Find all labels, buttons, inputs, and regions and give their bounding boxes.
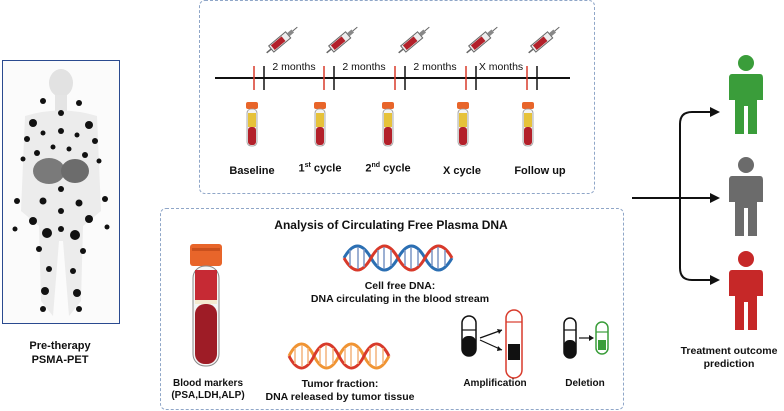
person-icon-red (728, 250, 764, 332)
outcome-label-line1: Treatment outcome (676, 345, 782, 357)
person-icon-grey (728, 156, 764, 238)
person-icon-green (728, 54, 764, 136)
outcome-label-line2: prediction (676, 358, 782, 370)
person-head (738, 55, 754, 71)
